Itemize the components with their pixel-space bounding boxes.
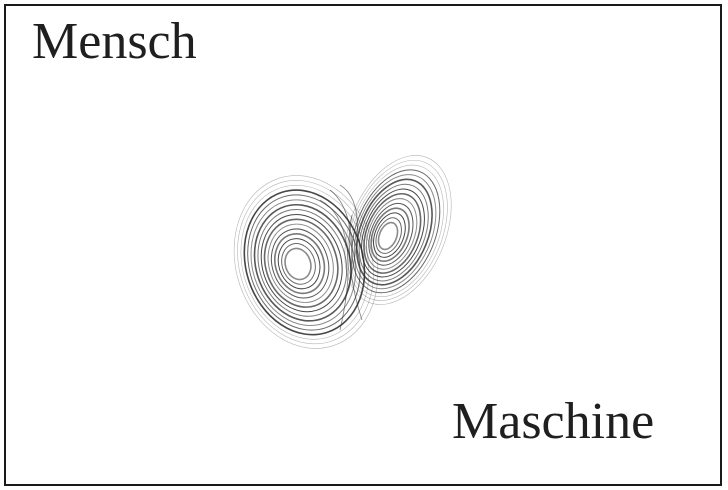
attractor-loop: [233, 175, 379, 349]
attractor-right-wing: [344, 155, 452, 305]
attractor-loop: [257, 209, 348, 317]
attractor-loop: [365, 198, 418, 270]
attractor-loop: [274, 233, 326, 295]
attractor-loop: [243, 189, 366, 336]
attractor-loop: [351, 169, 441, 294]
attractor-loop: [263, 218, 339, 308]
attractor-loop: [370, 207, 410, 262]
attractor-loop: [373, 212, 406, 258]
attractor-strand: [329, 189, 353, 281]
attractor-loop: [375, 217, 402, 254]
attractor-loop: [267, 223, 334, 303]
attractor-loop: [344, 155, 452, 305]
label-maschine: Maschine: [452, 393, 655, 450]
attractor-loop: [368, 202, 414, 266]
attractor-loop: [361, 188, 425, 278]
attractor-strand: [319, 199, 349, 331]
attractor-loop: [260, 213, 343, 313]
label-mensch: Mensch: [32, 13, 197, 70]
attractor-loop: [349, 164, 444, 298]
attractor-loop: [281, 243, 316, 285]
attractor-loop: [363, 192, 422, 274]
attractor-loop: [277, 238, 321, 290]
attractor-loop: [358, 183, 429, 282]
attractor-strand: [348, 214, 363, 321]
figure-frame: [4, 4, 722, 486]
attractor-loop: [284, 247, 312, 281]
attractor-loop: [355, 178, 433, 286]
attractor-loop: [346, 159, 448, 301]
attractor-loop: [353, 174, 437, 290]
attractor-loop: [377, 221, 399, 251]
attractor-loop: [270, 228, 330, 299]
attractor-left-wing: [233, 175, 379, 349]
